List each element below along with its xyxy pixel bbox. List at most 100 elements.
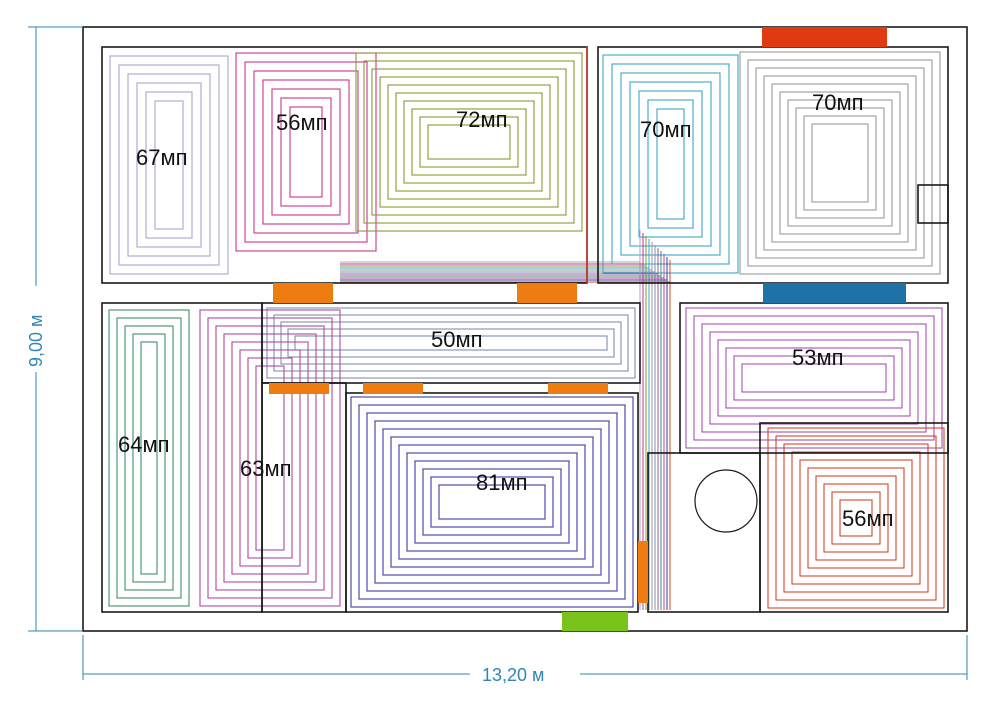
room-bottom-right: [759, 422, 949, 613]
loop-label: 50мп: [431, 327, 483, 352]
heating-loop: [767, 427, 945, 609]
pipe-turn: [395, 92, 543, 192]
pipe-turn: [253, 70, 359, 234]
heating-loop: [109, 55, 229, 275]
pipe-turn: [280, 97, 332, 207]
pipe-turn: [223, 333, 317, 583]
loop-label: 81мп: [476, 470, 528, 495]
pipe-turn: [795, 107, 885, 219]
heating-loop: [685, 307, 943, 449]
loop-label: 67мп: [136, 145, 188, 170]
pipe-turn: [414, 460, 570, 544]
heating-loop: [602, 54, 739, 274]
pipe-turn: [273, 314, 629, 372]
window-top: [762, 27, 887, 47]
pipe-turn: [215, 325, 325, 591]
outer-wall: [82, 26, 968, 632]
entrance: [562, 612, 628, 631]
pipe-turn: [656, 108, 685, 220]
pipe-turn: [783, 443, 929, 593]
pipe-turn: [207, 317, 333, 599]
pipe-turn: [287, 328, 615, 358]
heating-loop: [235, 52, 377, 252]
pipe-turn: [430, 476, 554, 528]
dimension-height: [28, 26, 83, 632]
pipe-turn: [136, 82, 202, 248]
heating-loop: [355, 52, 583, 232]
pipe-turn: [145, 91, 193, 239]
room-right-middle: [679, 302, 949, 454]
pipe-turn: [739, 51, 941, 275]
pipe-turn: [118, 64, 220, 266]
pipe-turn: [787, 99, 893, 227]
pipe-turn: [620, 72, 721, 256]
heating-loop: [739, 51, 941, 275]
loop-label: 64мп: [118, 432, 170, 457]
feed-pipes: [340, 230, 671, 610]
pipe-turn: [390, 436, 594, 568]
pipe-turn: [289, 106, 323, 198]
pipe-turn: [239, 349, 301, 567]
pipe-turn: [779, 91, 901, 235]
door-vertical: [638, 541, 648, 603]
pipe-turn: [231, 341, 309, 575]
pipe-turn: [791, 451, 921, 585]
pipe-turn: [124, 325, 174, 591]
heating-loop: [199, 309, 341, 607]
pipe-turn: [371, 68, 567, 216]
door: [273, 283, 333, 303]
pipe-turn: [294, 335, 608, 351]
pipe-turn: [638, 90, 703, 238]
pipe-turn: [771, 83, 909, 243]
height-dimension-label: 9,00 м: [26, 315, 46, 367]
pipe-turn: [140, 341, 158, 575]
pipe-turn: [358, 404, 626, 600]
loop-label: 70мп: [812, 90, 864, 115]
pipe-turn: [775, 435, 937, 601]
pipe-turn: [763, 75, 917, 251]
pipe-turn: [379, 76, 559, 208]
pipe-turn: [807, 467, 905, 569]
pipe-turn: [411, 108, 527, 176]
loop-labels: 67мп 56мп 72мп 70мп 70мп 50мп 53мп 64мп …: [118, 90, 894, 531]
pipe-turn: [602, 54, 739, 274]
pipe-turn: [709, 331, 919, 425]
pipe-turn: [799, 459, 913, 577]
pipe-turn: [803, 115, 877, 211]
pipe-turn: [823, 483, 889, 553]
openings: [269, 27, 906, 631]
pipe-turn: [154, 100, 184, 230]
pipe-turn: [266, 307, 636, 379]
pipe-turn: [403, 100, 535, 184]
pipe-turn: [839, 499, 873, 537]
pipe-turn: [685, 307, 943, 449]
pipe-turn: [244, 61, 368, 243]
pipe-turn: [280, 321, 622, 365]
pipe-turn: [815, 475, 897, 561]
pipe-turn: [374, 420, 610, 584]
pipe-turn: [127, 73, 211, 257]
pipe-turn: [831, 491, 881, 545]
pipe-turn: [271, 88, 341, 216]
width-dimension-label: 13,20 м: [482, 665, 544, 685]
pipe-turn: [363, 60, 575, 224]
pipe-turn: [108, 309, 190, 607]
loop-label: 63мп: [240, 456, 292, 481]
pipe-turn: [629, 81, 712, 247]
pipe-turn: [398, 444, 586, 560]
pipe-turn: [422, 468, 562, 536]
room-living: [345, 392, 639, 613]
pipe-turn: [811, 123, 869, 203]
loop-label: 70мп: [640, 117, 692, 142]
pipe-turn: [741, 363, 887, 393]
heating-loop: [350, 396, 634, 608]
heating-loop: [266, 307, 636, 379]
room-bedroom: [261, 382, 347, 613]
pipe-turn: [255, 365, 285, 551]
pipe-turn: [132, 333, 166, 583]
pipe-turn: [419, 116, 519, 168]
pipe-turn: [366, 412, 618, 592]
boiler-niche: [917, 184, 949, 224]
pipe-turn: [717, 339, 911, 417]
door: [548, 383, 608, 394]
